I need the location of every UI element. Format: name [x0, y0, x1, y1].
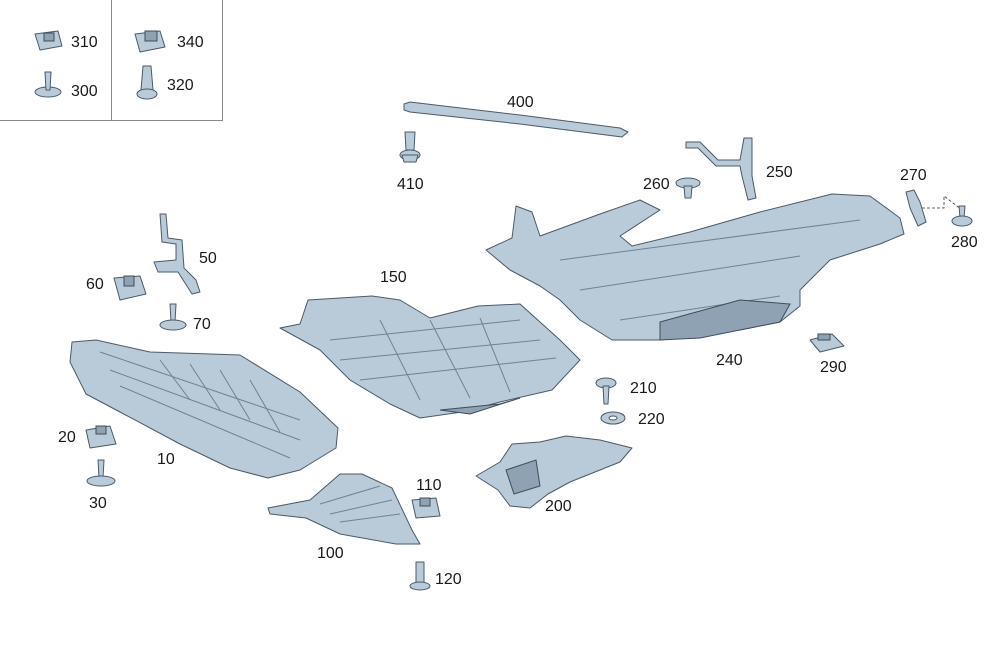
screw-70-icon[interactable] [159, 303, 187, 331]
legend-label-310: 310 [71, 34, 98, 51]
part-label-60: 60 [86, 276, 104, 293]
legend-divider [111, 0, 112, 120]
part-label-410: 410 [397, 176, 424, 193]
legend-label-320: 320 [167, 77, 194, 94]
screw-280-icon[interactable] [951, 205, 973, 227]
part-label-270: 270 [900, 167, 927, 184]
part-label-400: 400 [507, 94, 534, 111]
part-label-10: 10 [157, 451, 175, 468]
clip-nut-340-icon[interactable] [134, 30, 166, 53]
bracket-200[interactable] [475, 435, 633, 509]
legend-label-340: 340 [177, 34, 204, 51]
legend-label-300: 300 [71, 83, 98, 100]
part-label-200: 200 [545, 498, 572, 515]
engine-underbody-panel-150[interactable] [279, 295, 581, 419]
rear-underbody-panel-240[interactable] [485, 193, 905, 341]
part-label-260: 260 [643, 176, 670, 193]
bracket-250[interactable] [685, 137, 757, 201]
screw-300-icon[interactable] [34, 71, 62, 98]
clip-60-icon[interactable] [113, 275, 147, 301]
front-underbody-panel-10[interactable] [69, 339, 339, 479]
part-label-250: 250 [766, 164, 793, 181]
part-label-50: 50 [199, 250, 217, 267]
part-label-240: 240 [716, 352, 743, 369]
leader-line-270-280 [922, 195, 963, 211]
part-label-290: 290 [820, 359, 847, 376]
rivet-320-icon[interactable] [136, 65, 158, 100]
part-label-100: 100 [317, 545, 344, 562]
clip-nut-310-icon[interactable] [34, 30, 63, 51]
part-label-280: 280 [951, 234, 978, 251]
side-panel-100[interactable] [267, 473, 421, 545]
part-label-110: 110 [416, 477, 442, 494]
clip-110-icon[interactable] [411, 497, 441, 519]
part-label-120: 120 [435, 571, 462, 588]
bolt-260-icon[interactable] [675, 177, 701, 199]
legend-box [0, 0, 223, 121]
strut-bar-400[interactable] [403, 101, 629, 138]
screw-30-icon[interactable] [86, 459, 116, 487]
bracket-50[interactable] [153, 213, 201, 295]
rivet-120-icon[interactable] [409, 561, 431, 591]
part-label-20: 20 [58, 429, 76, 446]
part-label-30: 30 [89, 495, 107, 512]
washer-220-icon[interactable] [600, 411, 626, 425]
bracket-270[interactable] [905, 189, 927, 227]
part-label-70: 70 [193, 316, 211, 333]
clip-20-icon[interactable] [85, 425, 117, 449]
part-label-220: 220 [638, 411, 665, 428]
bolt-410-icon[interactable] [399, 131, 421, 163]
part-label-150: 150 [380, 269, 407, 286]
part-label-210: 210 [630, 380, 657, 397]
clip-290-icon[interactable] [809, 333, 845, 353]
screw-210-icon[interactable] [595, 377, 617, 405]
